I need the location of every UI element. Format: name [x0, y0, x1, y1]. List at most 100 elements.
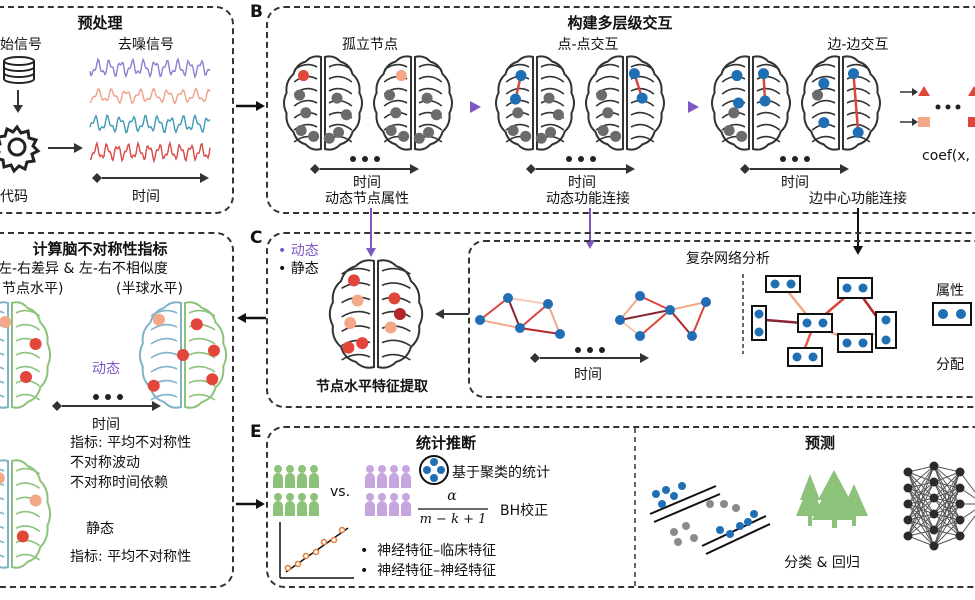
arrow-d-to-e — [236, 499, 265, 509]
bullet2-text: 神经特征–神经特征 — [377, 563, 497, 579]
denoised-signal-traces — [89, 57, 211, 164]
formula-numerator: α — [447, 488, 457, 504]
panel-multilevel-interaction — [266, 6, 975, 214]
divider-e — [634, 428, 636, 586]
static-label-c: • 静态 — [278, 258, 319, 278]
brain-isolated-1 — [283, 55, 363, 151]
dynamic-text-c: 动态 — [290, 243, 319, 259]
attribute-label: 属性 — [936, 283, 964, 299]
complex-network-box — [468, 240, 975, 398]
brain-dynamic-right — [138, 301, 228, 409]
time-label-d: 时间 — [92, 417, 120, 433]
time-label-c: 时间 — [574, 367, 602, 383]
group-a-people-icon — [273, 465, 319, 516]
panel-b-label: B — [250, 2, 263, 22]
tree-icon — [796, 470, 868, 528]
stage-arrow-2 — [688, 101, 699, 113]
dynamic-func-conn-label: 动态功能连接 — [546, 191, 630, 207]
brain-dynamic-left — [0, 301, 52, 409]
arrow-network-to-brain — [435, 309, 469, 319]
bullet2: • 神经特征–神经特征 — [360, 560, 496, 580]
panel-d-title: 计算脑不对称性指标 — [32, 240, 168, 258]
cluster-stat-label: 基于聚类的统计 — [452, 465, 550, 481]
arrow-down-icon — [13, 90, 23, 113]
hemi-level-label: (半球水平) — [116, 281, 183, 297]
scatter-regression-plot — [279, 522, 354, 579]
time-axis-b2 — [526, 156, 635, 174]
panel-c-label: C — [250, 228, 263, 248]
node-level-label: 节点水平) — [2, 281, 64, 297]
arrow-b-to-c-purple1 — [366, 208, 376, 257]
panel-b-title: 构建多层级交互 — [567, 14, 673, 32]
dynamic-network-graphs — [475, 291, 711, 341]
panel-a-title: 预处理 — [77, 14, 123, 32]
edge-edge-label: 边-边交互 — [827, 37, 889, 53]
arrow-right-icon — [48, 143, 83, 153]
stat-title: 统计推断 — [415, 434, 477, 452]
edge-centric-conn-label: 边中心功能连接 — [809, 191, 907, 207]
dynamic-label-c: • 动态 — [278, 240, 319, 260]
arrow-a-to-b — [236, 101, 265, 111]
time-axis-d — [52, 394, 161, 411]
brain-edge-edge-1 — [711, 55, 791, 151]
denoised-signal-label: 去噪信号 — [118, 37, 174, 53]
raw-signal-label: 始信号 — [0, 37, 42, 53]
panel-preprocessing — [0, 6, 234, 214]
node-node-label: 点-点交互 — [557, 37, 619, 53]
pred-title: 预测 — [804, 434, 836, 452]
lr-diff-label: 左-右差异 & 左-右不相似度 — [0, 261, 168, 277]
dynamic-label-d: 动态 — [92, 361, 120, 377]
panel-inference-prediction — [266, 426, 975, 588]
time-axis-a — [92, 173, 209, 183]
bullet1-text: 神经特征–临床特征 — [377, 543, 497, 559]
fluctuation-label: 不对称波动 — [70, 455, 140, 471]
time-axis-b3 — [740, 156, 849, 174]
formula-denominator: m − k + 1 — [419, 512, 487, 527]
divider-c — [742, 274, 744, 354]
bullet-dot: • — [360, 543, 378, 559]
time-axis-c — [530, 347, 649, 363]
brain-isolated-2 — [373, 55, 453, 151]
time-label-b1: 时间 — [353, 175, 381, 191]
panel-feature-extraction — [266, 232, 975, 408]
vs-label: vs. — [330, 484, 351, 500]
time-label-b2: 时间 — [568, 175, 596, 191]
bullet-dot: • — [278, 243, 291, 259]
gear-icon — [0, 124, 41, 174]
cluster-icon — [419, 455, 449, 485]
attribute-node-pair — [932, 302, 972, 326]
static-label-d: 静态 — [86, 521, 114, 537]
brain-node-node-2 — [585, 55, 665, 151]
panel-asymmetry-metrics — [0, 232, 234, 588]
allocation-label: 分配 — [936, 357, 964, 373]
neural-network-icon — [903, 461, 975, 551]
formula-fraction-bar — [418, 508, 488, 510]
isolated-nodes-label: 孤立节点 — [342, 37, 398, 53]
bullet1: • 神经特征–临床特征 — [360, 540, 496, 560]
complex-network-label: 复杂网络分析 — [686, 251, 770, 267]
dynamic-node-attr-label: 动态节点属性 — [325, 191, 409, 207]
classify-label: 分类 & 回归 — [784, 555, 860, 571]
metric-dynamic-label: 指标: 平均不对称性 — [70, 435, 192, 451]
metric-static-label: 指标: 平均不对称性 — [70, 549, 192, 565]
brain-edge-edge-2 — [801, 55, 881, 151]
database-icon — [3, 56, 35, 84]
bh-correction-label: BH校正 — [500, 503, 549, 519]
time-axis-b1 — [310, 156, 419, 174]
coef-label: coef(x, — [922, 148, 971, 164]
code-label: 代码 — [0, 189, 28, 205]
stage-arrow-1 — [470, 101, 481, 113]
classification-icon — [649, 482, 771, 555]
arrow-b-to-c-purple2 — [585, 208, 595, 249]
bullet-dot: • — [278, 261, 291, 277]
coef-shapes — [900, 86, 975, 127]
arrow-c-to-d — [237, 313, 266, 323]
edge-centric-network — [751, 275, 897, 367]
static-text-c: 静态 — [290, 261, 319, 277]
node-feature-extract-label: 节点水平特征提取 — [316, 379, 428, 395]
brain-node-node-1 — [495, 55, 575, 151]
panel-e-label: E — [250, 422, 262, 442]
time-label-a: 时间 — [132, 189, 160, 205]
brain-static — [0, 459, 52, 569]
bullet-dot: • — [360, 563, 378, 579]
